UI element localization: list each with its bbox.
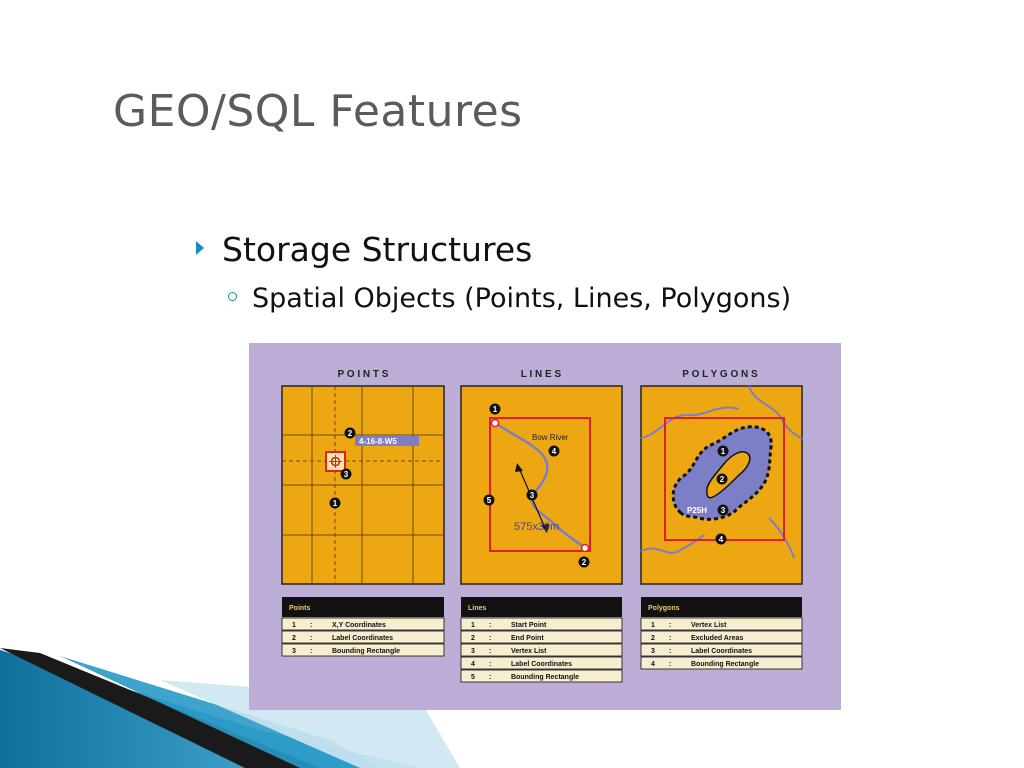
row-number: 1	[292, 622, 296, 629]
lines-table-header: Lines	[468, 605, 486, 612]
svg-text:1: 1	[493, 405, 498, 414]
svg-text:3: 3	[344, 470, 349, 479]
svg-text:4: 4	[552, 447, 557, 456]
row-label: Label Coordinates	[511, 661, 572, 668]
row-separator: :	[310, 635, 312, 642]
row-separator: :	[310, 648, 312, 655]
polygons-table-header: Polygons	[648, 605, 680, 612]
row-label: Vertex List	[691, 622, 727, 629]
row-label: End Point	[511, 635, 544, 642]
row-number: 2	[471, 635, 475, 642]
svg-text:2: 2	[582, 558, 587, 567]
svg-text:3: 3	[530, 491, 535, 500]
points-panel: P O I N T S 4-16-8-W5 2 3 1	[281, 369, 445, 585]
row-label: Start Point	[511, 622, 547, 629]
points-table-header: Points	[289, 605, 310, 612]
row-number: 2	[651, 635, 655, 642]
row-separator: :	[310, 622, 312, 629]
row-label: X,Y Coordinates	[332, 622, 386, 629]
bullet-text: Storage Structures	[222, 230, 533, 269]
lines-heading: L I N E S	[521, 369, 562, 380]
circle-bullet-icon	[228, 292, 237, 301]
measure-label: 575x39m	[514, 521, 559, 533]
row-label: Vertex List	[511, 648, 547, 655]
lines-table-row: 3: Vertex List	[460, 643, 623, 657]
svg-text:2: 2	[720, 475, 725, 484]
row-label: Excluded Areas	[691, 635, 743, 642]
row-label: Bounding Rectangle	[332, 648, 400, 655]
polygons-table-row: 3: Label Coordinates	[640, 643, 803, 657]
lines-table-row: 5: Bounding Rectangle	[460, 669, 623, 683]
row-number: 4	[651, 661, 655, 668]
row-separator: :	[669, 661, 671, 668]
polygons-table-row: 2: Excluded Areas	[640, 630, 803, 644]
points-table-row: 2: Label Coordinates	[281, 630, 445, 644]
row-separator: :	[489, 622, 491, 629]
triangle-bullet-icon	[196, 240, 204, 255]
row-number: 2	[292, 635, 296, 642]
row-label: Bounding Rectangle	[511, 674, 579, 681]
svg-text:1: 1	[333, 499, 338, 508]
row-label: Label Coordinates	[691, 648, 752, 655]
polygons-panel: P O L Y G O N S P25H 1 2 3 4	[640, 369, 803, 585]
polygons-heading: P O L Y G O N S	[682, 369, 758, 380]
row-separator: :	[489, 635, 491, 642]
row-number: 1	[471, 622, 475, 629]
points-tag: 4-16-8-W5	[359, 437, 397, 446]
points-table-row: 3: Bounding Rectangle	[281, 643, 445, 657]
svg-text:3: 3	[721, 506, 726, 515]
row-number: 3	[651, 648, 655, 655]
svg-text:4: 4	[719, 535, 724, 544]
spatial-objects-figure: P O I N T S 4-16-8-W5 2 3 1 L I N E S	[249, 343, 841, 710]
row-number: 3	[471, 648, 475, 655]
row-separator: :	[489, 648, 491, 655]
svg-text:5: 5	[487, 496, 492, 505]
polygons-table-row: 1: Vertex List	[640, 617, 803, 631]
row-separator: :	[669, 622, 671, 629]
row-separator: :	[669, 635, 671, 642]
row-number: 4	[471, 661, 475, 668]
row-number: 3	[292, 648, 296, 655]
sub-bullet-spatial-objects: Spatial Objects (Points, Lines, Polygons…	[228, 283, 791, 314]
svg-text:2: 2	[348, 429, 353, 438]
lines-table-row: 4: Label Coordinates	[460, 656, 623, 670]
svg-text:1: 1	[721, 447, 726, 456]
polygon-tag: P25H	[687, 506, 707, 515]
row-label: Label Coordinates	[332, 635, 393, 642]
points-heading: P O I N T S	[338, 369, 389, 380]
slide-title: GEO/SQL Features	[113, 86, 523, 137]
polygons-table-row: 4: Bounding Rectangle	[640, 656, 803, 670]
row-separator: :	[489, 661, 491, 668]
row-number: 1	[651, 622, 655, 629]
sub-bullet-text: Spatial Objects (Points, Lines, Polygons…	[252, 283, 792, 314]
river-label: Bow River	[532, 433, 569, 442]
row-number: 5	[471, 674, 475, 681]
lines-table-row: 2: End Point	[460, 630, 623, 644]
lines-table-row: 1: Start Point	[460, 617, 623, 631]
points-grid	[282, 386, 444, 584]
points-table-row: 1: X,Y Coordinates	[281, 617, 445, 631]
row-label: Bounding Rectangle	[691, 661, 759, 668]
lines-panel: L I N E S Bow River 575x39m 1 4 3 5 2	[460, 369, 623, 585]
row-separator: :	[489, 674, 491, 681]
bullet-storage-structures: Storage Structures	[196, 230, 532, 269]
points-table: Points 1: X,Y Coordinates 2: Label Coordina…	[281, 597, 445, 657]
row-separator: :	[669, 648, 671, 655]
lines-table: Lines 1: Start Point 2: End Point 3: Vertex L…	[460, 597, 623, 683]
